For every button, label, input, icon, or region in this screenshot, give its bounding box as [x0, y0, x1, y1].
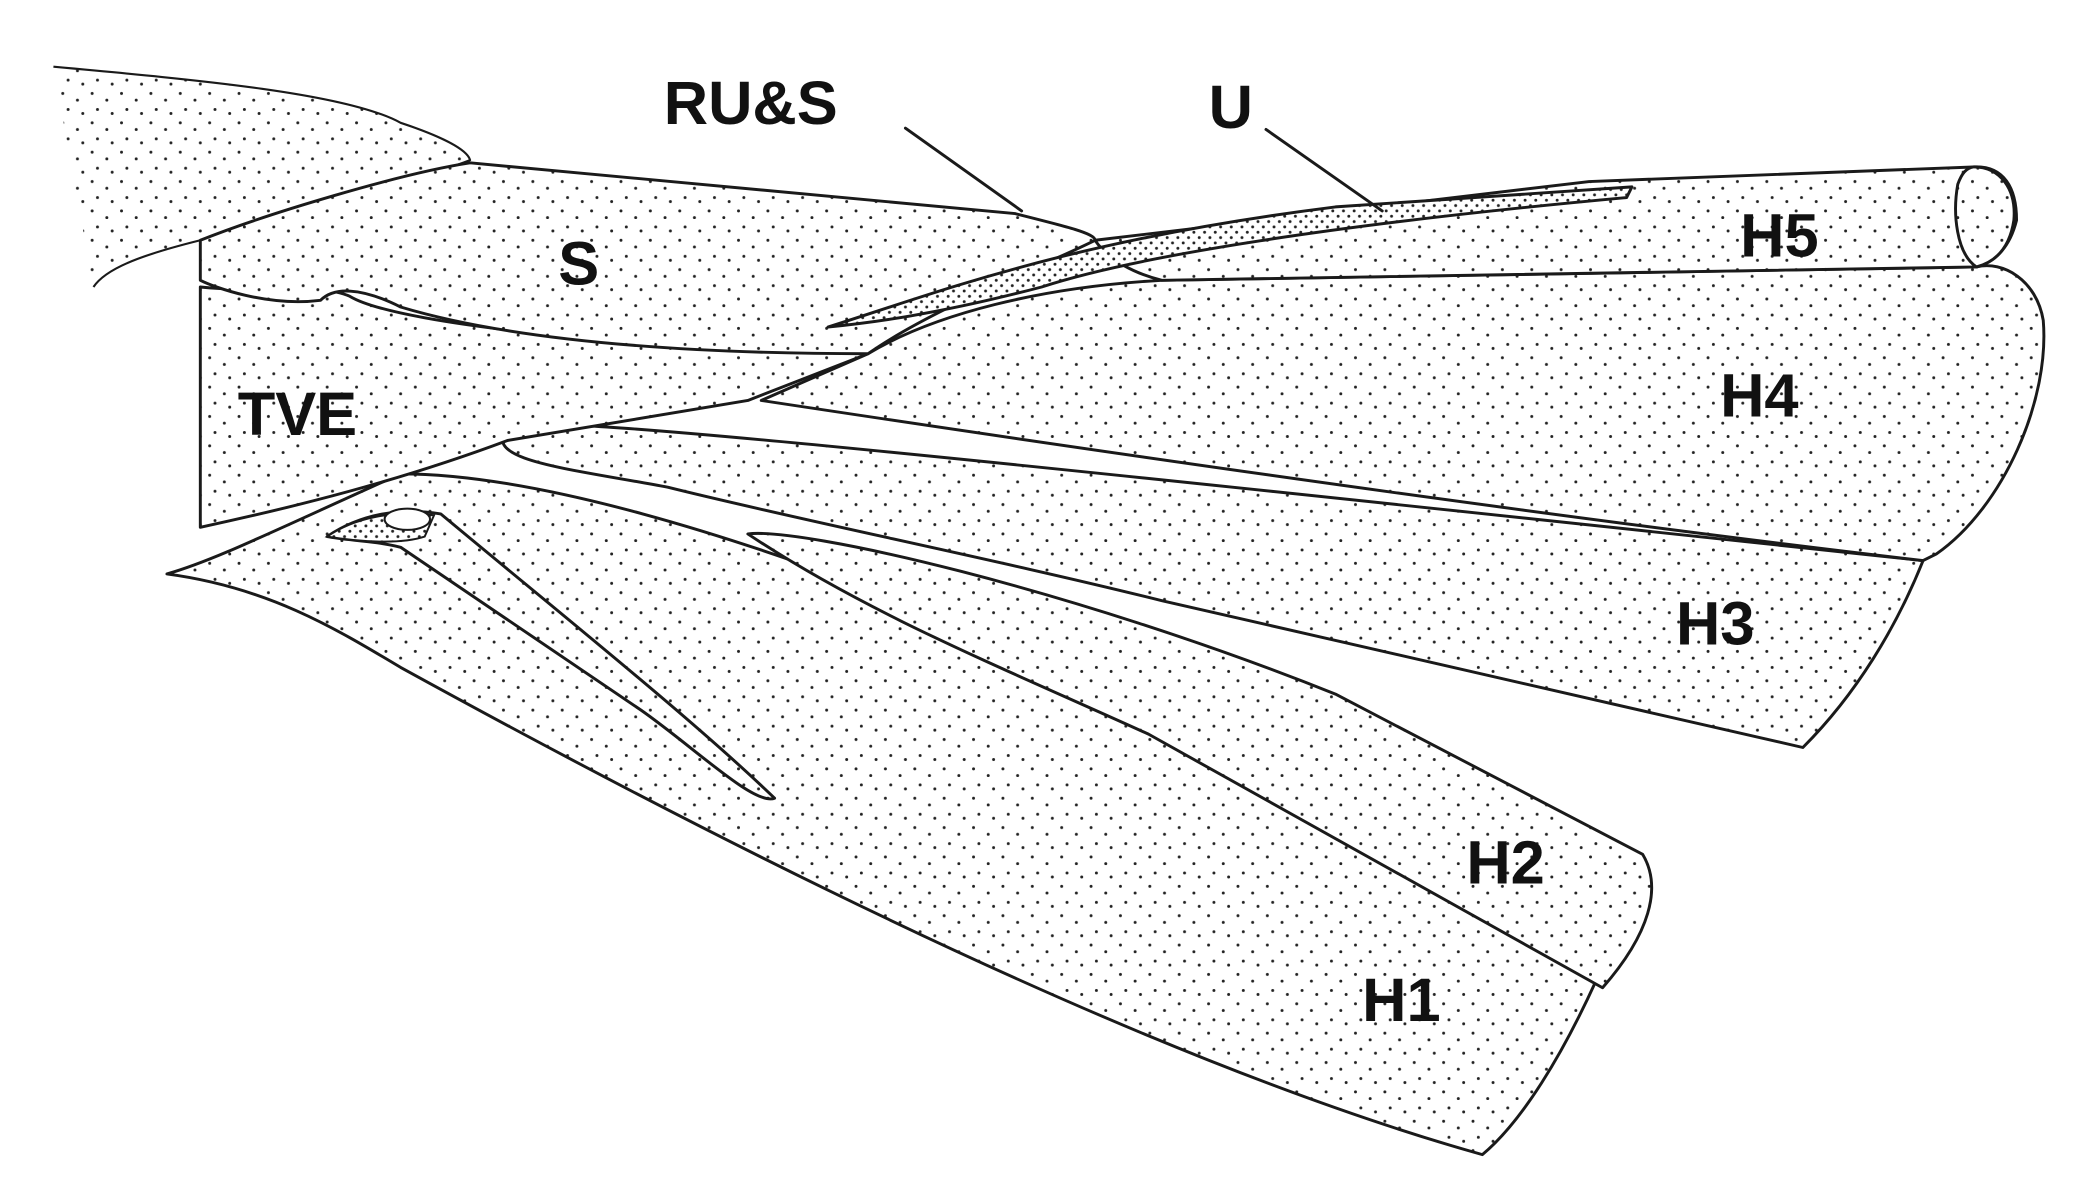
hypural-4: [759, 264, 2046, 563]
hypural-3: [500, 422, 1925, 749]
label-h1: H1: [1362, 966, 1441, 1035]
ru-s-leader-line: [903, 126, 1024, 213]
preural-vertebra-region: [53, 65, 472, 288]
label-h5: H5: [1740, 201, 1819, 270]
label-ru-s: RU&S: [664, 69, 838, 138]
u-leader-line: [1264, 128, 1384, 213]
uroneural: [826, 185, 1634, 329]
label-h4: H4: [1720, 361, 1799, 430]
hypural-5-tip: [1954, 165, 2016, 269]
label-h2: H2: [1466, 829, 1545, 898]
hypural-2: [746, 531, 1654, 990]
label-s: S: [558, 229, 599, 298]
label-h3: H3: [1676, 590, 1755, 659]
label-u: U: [1209, 73, 1253, 142]
label-tve: TVE: [238, 380, 357, 449]
stegural: [198, 161, 1097, 356]
parhypural-foramen: [383, 507, 432, 531]
